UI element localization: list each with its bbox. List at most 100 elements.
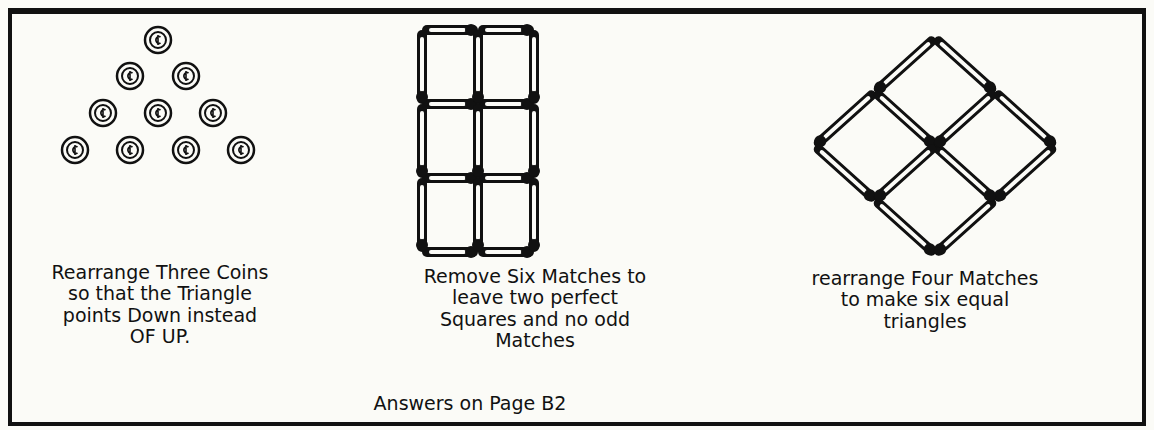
match-outline xyxy=(819,95,872,142)
match-stick xyxy=(814,95,871,147)
match-stick xyxy=(427,98,477,110)
match-body xyxy=(420,39,424,90)
match-stick xyxy=(994,149,1051,201)
match-body xyxy=(1005,152,1048,191)
coin xyxy=(62,137,88,163)
match-grid xyxy=(416,24,540,258)
coin-rim xyxy=(150,32,166,48)
coin-mark xyxy=(211,108,216,118)
match-stick xyxy=(472,35,484,103)
match-head xyxy=(528,165,540,177)
match-body xyxy=(885,152,928,191)
match-head xyxy=(934,243,946,255)
match-body xyxy=(532,39,536,90)
match-outline xyxy=(417,183,427,247)
coin-rim xyxy=(178,142,194,158)
match-head xyxy=(472,165,484,177)
match-stick xyxy=(874,41,931,93)
match-body xyxy=(945,206,988,245)
coin-mark xyxy=(73,145,78,155)
coin-rim xyxy=(150,105,166,121)
coin-mark xyxy=(128,145,133,155)
coin-mark xyxy=(101,108,106,118)
match-outline xyxy=(529,109,539,173)
match-outline xyxy=(473,109,483,173)
match-stick xyxy=(483,24,533,36)
match-body xyxy=(532,187,536,238)
match-stick xyxy=(528,109,540,177)
match-body xyxy=(476,187,480,238)
coin-rim xyxy=(205,105,221,121)
match-stick xyxy=(483,246,533,258)
match-stick xyxy=(819,149,876,201)
coin xyxy=(173,63,199,89)
match-body xyxy=(945,98,988,137)
match-outline xyxy=(529,183,539,247)
match-outline xyxy=(879,95,932,142)
match-stick xyxy=(874,149,931,201)
coin-rim xyxy=(95,105,111,121)
coin-mark xyxy=(128,71,133,81)
match-outline xyxy=(939,149,992,196)
answer-note: Answers on Page B2 xyxy=(320,393,620,414)
match-body xyxy=(825,98,868,137)
match-body xyxy=(882,206,925,245)
match-stick xyxy=(934,203,991,255)
match-head xyxy=(416,239,428,251)
match-diamond xyxy=(814,41,1056,255)
match-stick xyxy=(483,172,533,184)
match-body xyxy=(431,250,464,254)
match-body xyxy=(476,113,480,164)
coin xyxy=(145,100,171,126)
match-body xyxy=(942,152,985,191)
match-body xyxy=(942,44,985,83)
coin-mark xyxy=(239,145,244,155)
match-body xyxy=(431,102,464,106)
match-body xyxy=(532,113,536,164)
match-head xyxy=(984,189,996,201)
match-stick xyxy=(934,95,991,147)
match-body xyxy=(431,176,464,180)
coin xyxy=(173,137,199,163)
puzzle-instruction: rearrange Four Matches to make six equal… xyxy=(800,268,1050,332)
coin xyxy=(228,137,254,163)
match-head xyxy=(472,91,484,103)
coin xyxy=(145,27,171,53)
coin xyxy=(90,100,116,126)
coin-mark xyxy=(156,108,161,118)
match-stick xyxy=(939,149,996,201)
match-body xyxy=(487,28,520,32)
match-outline xyxy=(473,183,483,247)
puzzle-instruction: Remove Six Matches to leave two perfect … xyxy=(415,266,655,351)
match-body xyxy=(420,187,424,238)
coin-mark xyxy=(184,71,189,81)
coin xyxy=(117,63,143,89)
coin-rim xyxy=(67,142,83,158)
match-body xyxy=(431,28,464,32)
match-stick xyxy=(879,95,936,147)
coin xyxy=(200,100,226,126)
match-outline xyxy=(999,149,1052,196)
match-stick xyxy=(879,203,936,255)
coin-mark xyxy=(156,35,161,45)
match-head xyxy=(416,91,428,103)
match-body xyxy=(487,250,520,254)
match-outline xyxy=(939,203,992,250)
puzzle-instruction: Rearrange Three Coins so that the Triang… xyxy=(50,262,270,347)
match-head xyxy=(934,135,946,147)
match-outline xyxy=(473,35,483,99)
match-stick xyxy=(528,35,540,103)
match-head xyxy=(874,189,886,201)
match-body xyxy=(822,152,865,191)
panel-top-rule xyxy=(8,8,1146,14)
match-head xyxy=(416,165,428,177)
match-stick xyxy=(427,172,477,184)
match-stick xyxy=(416,35,428,103)
coin-mark xyxy=(184,145,189,155)
match-stick xyxy=(427,246,477,258)
match-stick xyxy=(416,183,428,251)
match-outline xyxy=(417,109,427,173)
coin-rim xyxy=(122,68,138,84)
match-stick xyxy=(472,109,484,177)
